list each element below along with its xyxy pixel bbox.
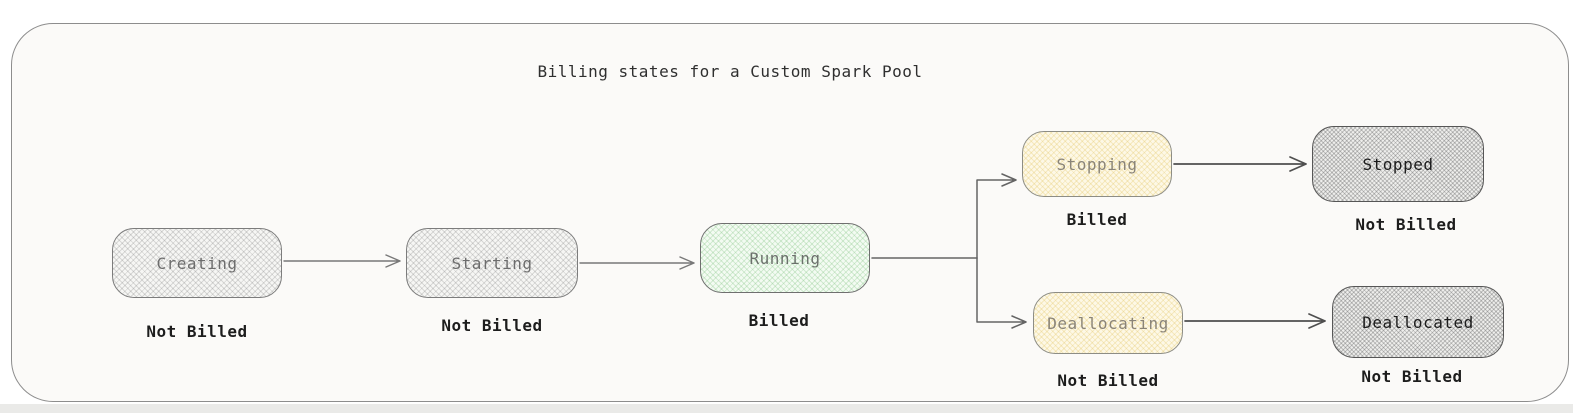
billing-label-deallocated: Not Billed: [1361, 367, 1463, 386]
node-stopping: Stopping: [1022, 131, 1172, 197]
billing-label-stopped: Not Billed: [1355, 215, 1457, 234]
billing-label-creating: Not Billed: [146, 322, 248, 341]
node-creating: Creating: [112, 228, 282, 298]
billing-label-stopping: Billed: [1066, 210, 1128, 229]
diagram-frame: [11, 23, 1569, 402]
billing-label-running: Billed: [748, 311, 810, 330]
node-deallocating-label: Deallocating: [1047, 313, 1169, 333]
node-deallocating: Deallocating: [1033, 292, 1183, 354]
node-creating-label: Creating: [156, 253, 238, 273]
node-deallocated-label: Deallocated: [1362, 312, 1474, 332]
node-deallocated: Deallocated: [1332, 286, 1504, 358]
node-stopped: Stopped: [1312, 126, 1484, 202]
billing-label-starting: Not Billed: [441, 316, 543, 335]
diagram-title: Billing states for a Custom Spark Pool: [537, 62, 923, 81]
node-stopping-label: Stopping: [1056, 154, 1138, 174]
node-running: Running: [700, 223, 870, 293]
node-starting-label: Starting: [451, 253, 533, 273]
billing-label-deallocating: Not Billed: [1057, 371, 1159, 390]
node-starting: Starting: [406, 228, 578, 298]
canvas-outside-frame: [0, 404, 1573, 413]
node-running-label: Running: [749, 248, 821, 268]
node-stopped-label: Stopped: [1362, 154, 1434, 174]
